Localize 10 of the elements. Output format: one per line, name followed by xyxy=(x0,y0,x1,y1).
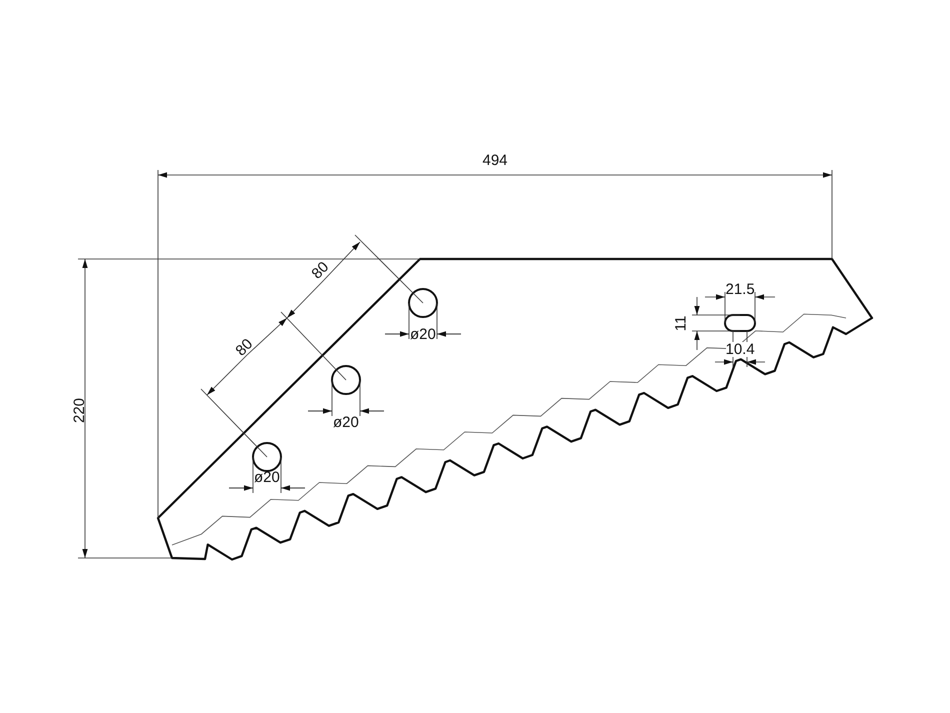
dimension-label: 10.4 xyxy=(726,342,755,357)
dimension-label: 220 xyxy=(72,397,87,423)
dimension-label: 11 xyxy=(673,315,688,331)
dimension-label: 80 xyxy=(232,336,256,358)
dimension-label: 21.5 xyxy=(726,282,755,297)
dimension-label: 80 xyxy=(308,258,332,282)
dimension-label: 494 xyxy=(482,153,508,168)
dimension-label: ø20 xyxy=(410,327,436,342)
dimension-label: ø20 xyxy=(254,470,280,485)
dimension-label: ø20 xyxy=(333,415,359,430)
